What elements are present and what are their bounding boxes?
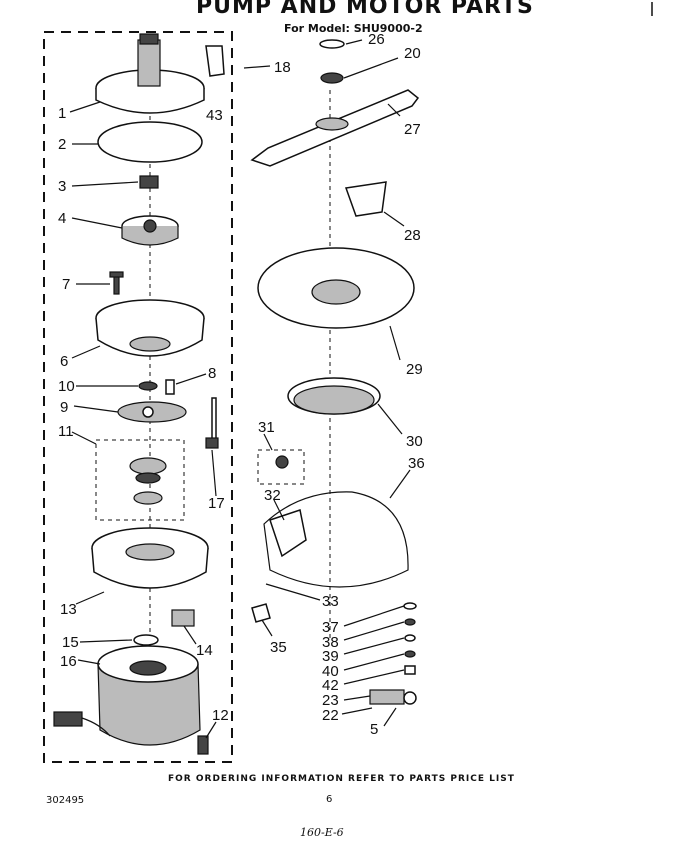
part-16-motor (53, 645, 201, 746)
part-11-seal-assembly (129, 457, 167, 505)
part-9-plate (117, 401, 187, 423)
callout-3: 3 (58, 178, 66, 195)
callout-29: 29 (406, 361, 423, 378)
part-28-bracket (344, 181, 387, 217)
callout-39: 39 (322, 648, 339, 665)
part-27-hub (315, 117, 349, 131)
part-11-seal-box (95, 439, 185, 521)
part-31-fitting (275, 455, 289, 469)
callout-5: 5 (370, 721, 378, 738)
part-20-washer (320, 72, 344, 84)
callout-11: 11 (58, 423, 74, 440)
callout-17: 17 (208, 495, 225, 512)
part-1-pump-cover (95, 33, 205, 114)
callout-1: 1 (58, 105, 66, 122)
doc-number: 302495 (46, 795, 85, 806)
part-29-filter-disc (257, 247, 415, 329)
callout-43: 43 (206, 107, 223, 124)
part-32-bracket-plate (269, 509, 307, 558)
callout-13: 13 (60, 601, 77, 618)
callout-20: 20 (404, 45, 421, 62)
model-subtitle: For Model: SHU9000-2 (284, 22, 423, 35)
part-43-clip (205, 45, 225, 77)
callout-2: 2 (58, 136, 66, 153)
callout-14: 14 (196, 642, 213, 659)
callout-18: 18 (274, 59, 291, 76)
callout-30: 30 (406, 433, 423, 450)
part-35-clip (251, 603, 271, 623)
callout-labels: 26 20 18 43 1 27 2 3 4 28 7 6 29 10 8 9 … (58, 31, 425, 738)
callout-26: 26 (368, 31, 385, 48)
ordering-note: FOR ORDERING INFORMATION REFER TO PARTS … (168, 774, 515, 784)
part-15-washer (133, 634, 159, 646)
callout-32: 32 (264, 487, 281, 504)
callout-40: 40 (322, 663, 339, 680)
part-7-screw (109, 271, 124, 295)
part-30-gasket-ring (287, 377, 381, 415)
part-14-brush (171, 609, 195, 627)
part-10-washer (138, 381, 158, 391)
callout-35: 35 (270, 639, 287, 656)
callout-22: 22 (322, 707, 339, 724)
parts-37-42-hardware-stack (403, 602, 417, 675)
callout-31: 31 (258, 419, 275, 436)
callout-7: 7 (62, 276, 70, 293)
callout-16: 16 (60, 653, 77, 670)
assembly-boundary (43, 31, 233, 763)
callout-10: 10 (58, 378, 75, 395)
callout-27: 27 (404, 121, 421, 138)
part-17-rod (205, 397, 219, 449)
callout-15: 15 (62, 634, 79, 651)
page-number: 6 (326, 794, 333, 805)
part-36-wire (263, 491, 409, 588)
callout-42: 42 (322, 677, 339, 694)
handwritten-code: 160-E-6 (300, 826, 344, 839)
part-8-screw (165, 379, 175, 395)
callout-6: 6 (60, 353, 68, 370)
callout-12: 12 (212, 707, 229, 724)
callout-38: 38 (322, 634, 339, 651)
callout-4: 4 (58, 210, 66, 227)
callout-8: 8 (208, 365, 216, 382)
callout-36: 36 (408, 455, 425, 472)
callout-28: 28 (404, 227, 421, 244)
part-12-bolt (197, 735, 209, 755)
part-26-cap (319, 39, 345, 49)
callout-23: 23 (322, 692, 339, 709)
part-2-ring-seal (97, 121, 203, 163)
callout-9: 9 (60, 399, 68, 416)
part-6-pump-housing (95, 299, 205, 357)
callout-33: 33 (322, 593, 339, 610)
callout-37: 37 (322, 619, 339, 636)
part-4-impeller (121, 215, 179, 246)
part-13-motor-mount (91, 527, 209, 589)
leader-lines (69, 39, 411, 739)
page-title: PUMP AND MOTOR PARTS (196, 0, 534, 19)
part-3-nut (139, 175, 159, 189)
part-23-valve (369, 689, 417, 705)
